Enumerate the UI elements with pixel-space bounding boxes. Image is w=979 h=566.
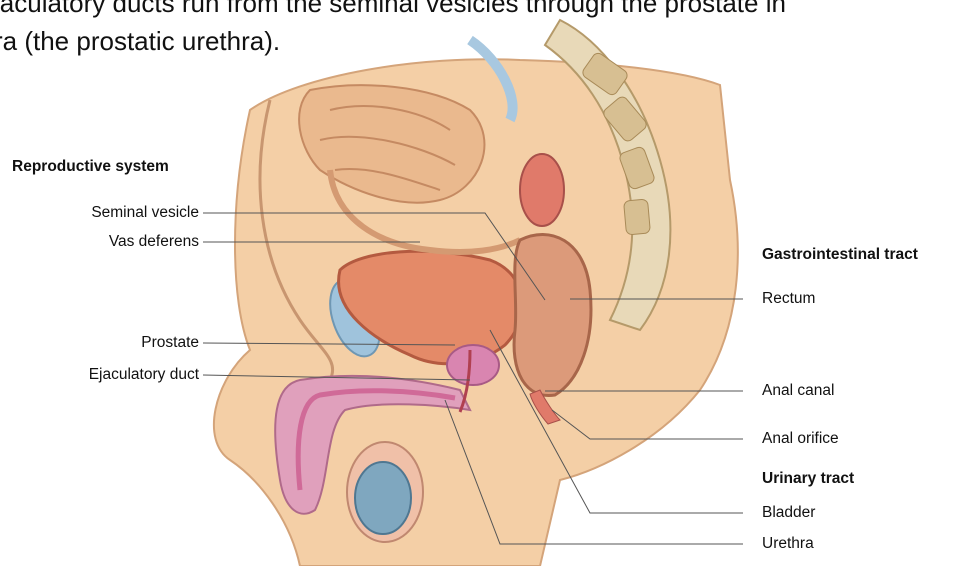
- seminal-vesicle-label: Seminal vesicle: [91, 204, 199, 222]
- sigmoid-colon: [520, 154, 564, 226]
- reproductive-system-heading: Reproductive system: [12, 158, 169, 176]
- ejaculatory-duct-label: Ejaculatory duct: [89, 366, 199, 384]
- prostate-label: Prostate: [141, 334, 199, 352]
- bladder-label: Bladder: [762, 504, 815, 522]
- rectum-label: Rectum: [762, 290, 815, 308]
- anal-canal-label: Anal canal: [762, 382, 834, 400]
- vertebra-4: [624, 199, 651, 235]
- urethra-label: Urethra: [762, 535, 814, 553]
- gastrointestinal-tract-heading: Gastrointestinal tract: [762, 246, 918, 264]
- prostate-gland: [447, 345, 499, 385]
- urinary-tract-heading: Urinary tract: [762, 470, 854, 488]
- testis: [355, 462, 411, 534]
- anal-orifice-label: Anal orifice: [762, 430, 839, 448]
- vas-deferens-label: Vas deferens: [109, 233, 199, 251]
